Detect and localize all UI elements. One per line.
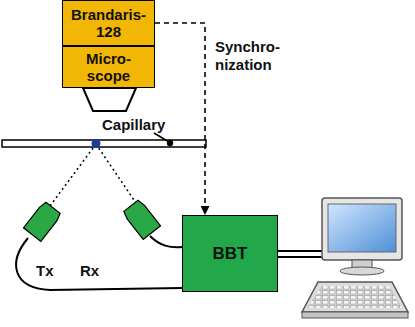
tx-transducer — [23, 201, 61, 241]
tx-cable — [16, 238, 182, 290]
part-label: Capillary — [102, 116, 165, 133]
capillary-tube — [2, 140, 206, 147]
signal-label: Tx — [36, 262, 54, 279]
leader-dot — [167, 140, 173, 146]
objective-lens — [83, 88, 136, 111]
box-label: Micro- scope — [64, 50, 154, 85]
camera-box: Brandaris- 128 — [62, 0, 155, 46]
rx-cable — [150, 236, 182, 247]
microbubble — [92, 139, 101, 148]
microscope-box: Micro- scope — [62, 46, 155, 88]
box-label: BBT — [185, 244, 275, 264]
computer-icon — [302, 198, 408, 318]
edge-label: Synchro- nization — [213, 38, 295, 74]
leader-line — [154, 133, 169, 142]
signal-label: Rx — [80, 262, 99, 279]
bbt-box: BBT — [182, 215, 278, 292]
beam-line — [96, 144, 138, 206]
beam-line — [50, 144, 96, 206]
rx-transducer — [122, 199, 160, 239]
box-label: Brandaris- 128 — [64, 6, 154, 41]
